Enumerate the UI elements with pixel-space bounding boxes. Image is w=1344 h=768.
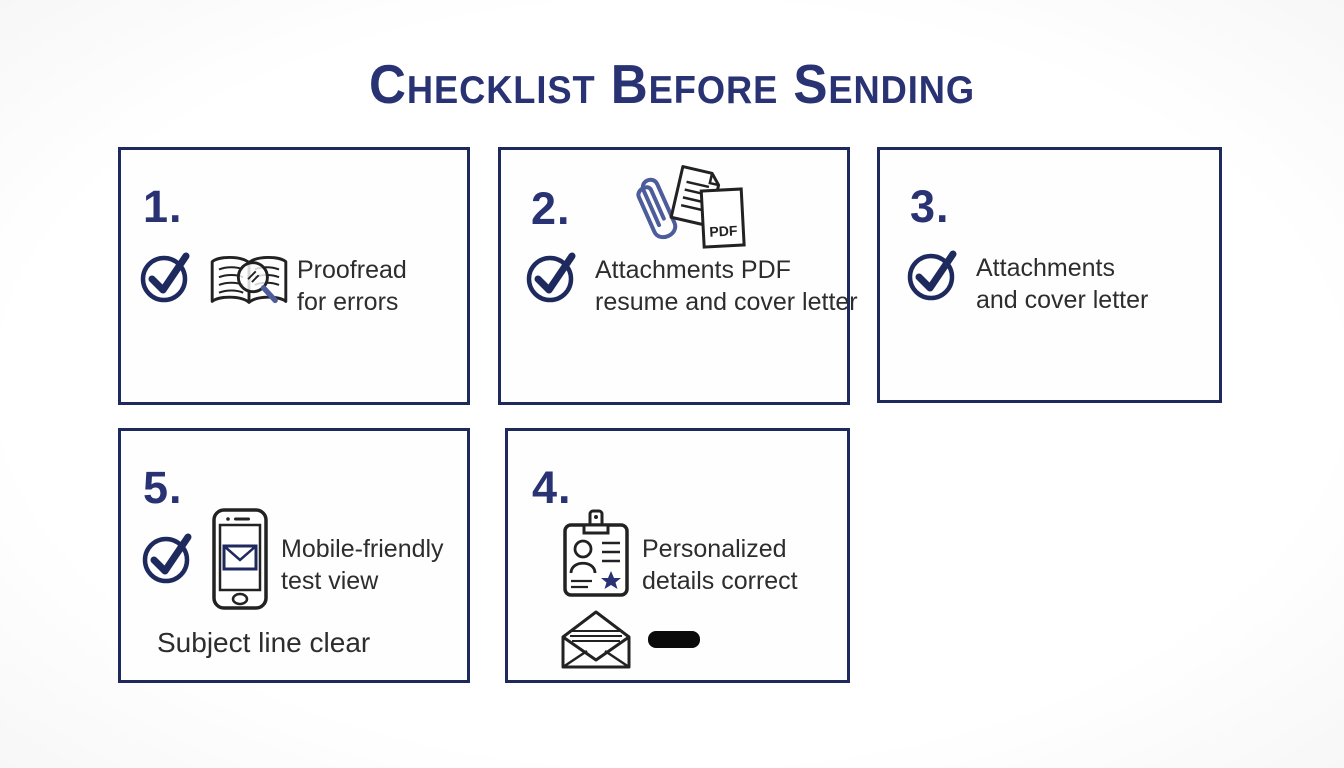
item-number: 2.: [531, 183, 571, 234]
check-circle-icon: [525, 244, 583, 304]
item-text-line2: test view: [281, 567, 379, 595]
paperclip-pdf-documents-icon: PDF: [631, 162, 747, 254]
id-badge-icon: [560, 509, 632, 601]
checklist-card-3: 3. Attachments and cover letter: [877, 147, 1222, 403]
check-circle-icon: [906, 242, 964, 302]
item-number: 5.: [143, 462, 183, 513]
item-text-line1: Attachments: [976, 254, 1115, 282]
smartphone-mail-icon: [211, 507, 269, 611]
item-number: 3.: [910, 181, 950, 232]
item-text: Attachments and cover letter: [976, 252, 1148, 316]
page-title: Checklist Before Sending: [368, 53, 976, 115]
check-circle-icon: [141, 525, 199, 585]
item-text-line2: resume and cover letter: [595, 288, 858, 316]
item-text: Mobile-friendly test view: [281, 533, 444, 597]
item-extra-text: Subject line clear: [157, 627, 371, 658]
item-text: Proofread for errors: [297, 254, 407, 318]
item-text-line1: Proofread: [297, 256, 407, 284]
item-text-line1: Mobile-friendly: [281, 535, 444, 563]
checklist-card-1: 1. Proofread for errors: [118, 147, 470, 405]
item-text-line1: Attachments PDF: [595, 256, 791, 284]
check-circle-icon: [139, 244, 197, 304]
item-number: 1.: [143, 181, 183, 232]
item-number: 4.: [532, 462, 572, 513]
item-text: Attachments PDF resume and cover letter: [595, 254, 858, 318]
item-text-line2: and cover letter: [976, 286, 1149, 314]
checklist-card-4: 4. Personalized details correct: [505, 428, 850, 683]
redacted-bar: [648, 631, 700, 648]
open-envelope-icon: [558, 607, 634, 671]
item-text-line2: details correct: [642, 567, 798, 595]
checklist-card-5: 5. Mobile-friendly test view Subject lin…: [118, 428, 470, 683]
checklist-card-2: 2. PDF: [498, 147, 858, 405]
item-text: Personalized details correct: [642, 533, 798, 597]
book-magnifier-icon: [207, 252, 291, 314]
item-text-line1: Personalized: [642, 535, 787, 563]
item-text-line2: for errors: [297, 288, 399, 316]
pdf-label: PDF: [709, 222, 738, 239]
